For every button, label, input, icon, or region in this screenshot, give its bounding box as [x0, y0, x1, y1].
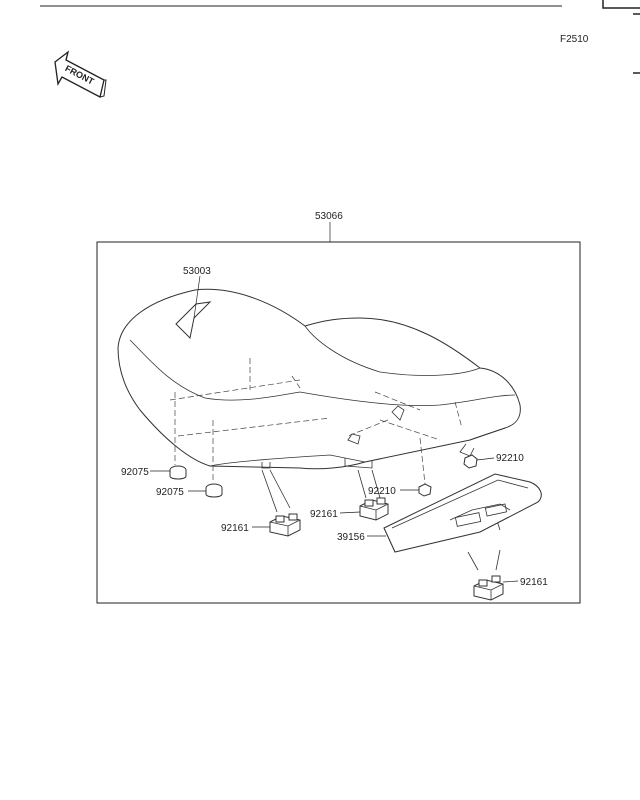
page-frame	[40, 0, 640, 74]
part-label-92161-3: 92161	[520, 577, 548, 588]
stopper-92161-3	[473, 575, 504, 601]
part-label-92075-b: 92075	[156, 487, 184, 498]
stopper-92161-2	[359, 497, 389, 521]
stopper-92161-1	[269, 513, 301, 537]
tray-39156	[383, 473, 542, 553]
nut-92210-center	[418, 483, 432, 497]
seat	[117, 288, 521, 470]
part-label-39156: 39156	[337, 532, 365, 543]
part-label-53066: 53066	[315, 211, 343, 222]
damper-92075-b	[205, 483, 223, 498]
part-label-92210-center: 92210	[368, 486, 396, 497]
part-label-92075-a: 92075	[121, 467, 149, 478]
figure-code: F2510	[560, 34, 589, 45]
part-label-53003: 53003	[183, 266, 211, 277]
part-label-92161-2: 92161	[310, 509, 338, 520]
assembly-box	[96, 241, 581, 604]
leader-lines	[150, 275, 519, 583]
part-label-92210-right: 92210	[496, 453, 524, 464]
front-arrow-icon: FRONT	[54, 50, 107, 98]
damper-92075-a	[169, 465, 187, 480]
part-label-92161-1: 92161	[221, 523, 249, 534]
alignment-lines	[169, 358, 463, 485]
nut-92210-right	[463, 454, 478, 469]
